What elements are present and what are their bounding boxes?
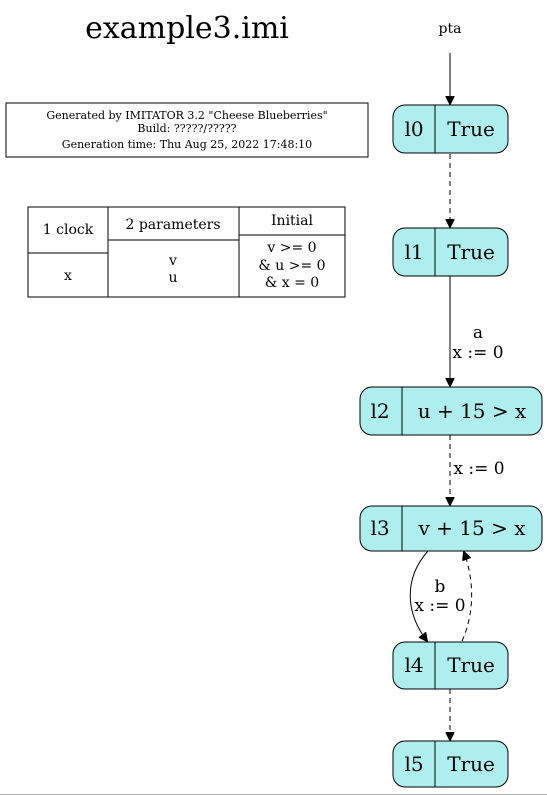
edge-l1-l2-action: a xyxy=(473,323,483,343)
location-l4-id: l4 xyxy=(404,653,423,677)
initial-line-1: v >= 0 xyxy=(266,240,316,256)
location-l0-invariant: True xyxy=(447,117,495,141)
edge-l1-l2-reset: x := 0 xyxy=(452,343,503,363)
initial-header: Initial xyxy=(271,213,313,229)
edge-l4-l3 xyxy=(461,552,473,642)
clocks-header: 1 clock xyxy=(43,222,94,238)
info-line-build: Build: ?????/????? xyxy=(137,122,236,135)
location-l0-id: l0 xyxy=(404,117,423,141)
edge-l2-l3-reset: x := 0 xyxy=(453,459,504,479)
params-header: 2 parameters xyxy=(125,217,220,233)
location-l3: l3 v + 15 > x xyxy=(359,505,543,552)
location-l0: l0 True xyxy=(392,104,509,154)
location-l1: l1 True xyxy=(392,227,509,277)
location-l1-invariant: True xyxy=(447,240,495,264)
param-u: u xyxy=(168,270,177,286)
location-l5-id: l5 xyxy=(404,752,423,776)
clocks-value: x xyxy=(64,268,72,284)
location-l4: l4 True xyxy=(392,641,509,690)
info-line-version: Generated by IMITATOR 3.2 "Cheese Bluebe… xyxy=(46,109,327,122)
automaton-name: pta xyxy=(439,21,462,37)
param-v: v xyxy=(168,253,177,269)
summary-table: 1 clock x 2 parameters v u Initial v >= … xyxy=(27,206,346,298)
initial-line-3: & x = 0 xyxy=(265,275,319,291)
location-l2: l2 u + 15 > x xyxy=(359,386,543,436)
location-l2-id: l2 xyxy=(370,399,389,423)
location-l3-invariant: v + 15 > x xyxy=(418,516,527,540)
info-line-time: Generation time: Thu Aug 25, 2022 17:48:… xyxy=(62,138,312,151)
location-l5-invariant: True xyxy=(447,752,495,776)
edge-l3-l4 xyxy=(409,550,429,641)
edge-l3-l4-reset: x := 0 xyxy=(414,596,465,616)
location-l5: l5 True xyxy=(392,740,509,788)
edge-l3-l4-action: b xyxy=(435,577,446,597)
info-box: Generated by IMITATOR 3.2 "Cheese Bluebe… xyxy=(5,102,369,158)
location-l1-id: l1 xyxy=(404,240,423,264)
diagram-title: example3.imi xyxy=(85,11,289,46)
initial-line-2: & u >= 0 xyxy=(258,258,325,274)
location-l4-invariant: True xyxy=(447,653,495,677)
location-l2-invariant: u + 15 > x xyxy=(418,399,527,423)
location-l3-id: l3 xyxy=(370,516,389,540)
